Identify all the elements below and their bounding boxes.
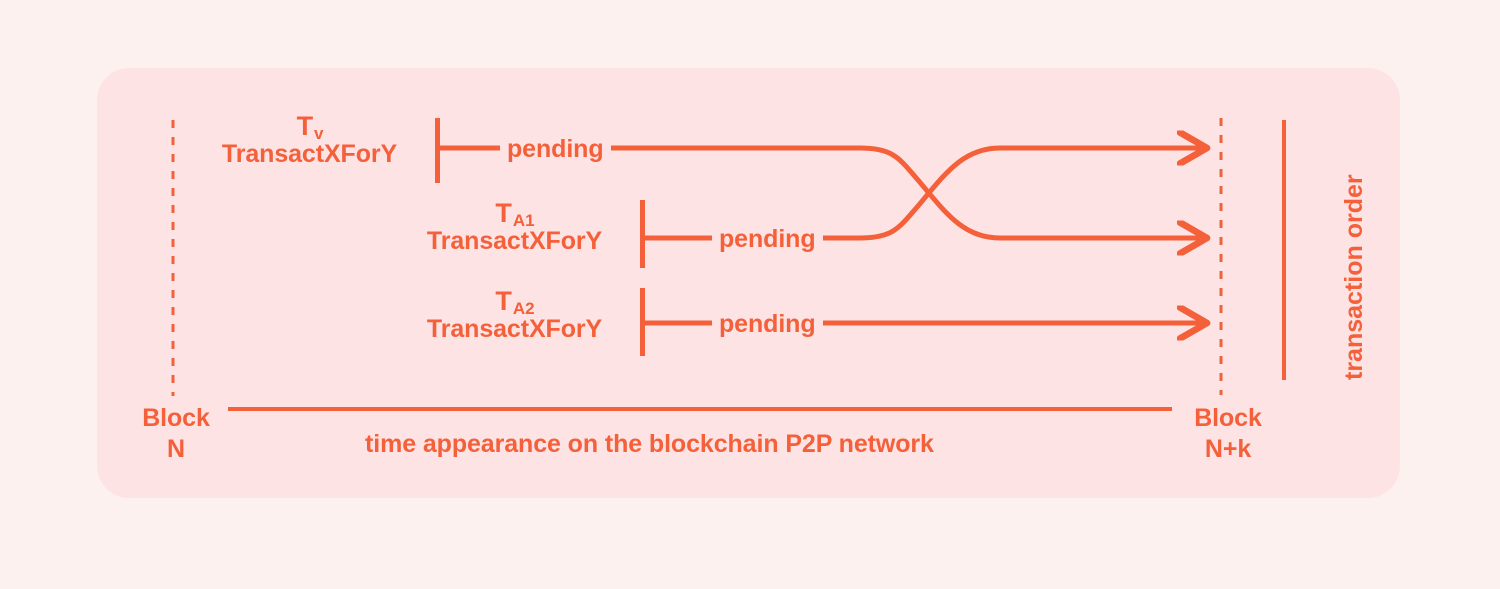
tx-function-ta1: TransactXForY <box>426 227 603 255</box>
tx-path-tv <box>437 145 1205 238</box>
tx-path-ta1 <box>642 148 1205 241</box>
tx-function-ta2: TransactXForY <box>426 315 603 343</box>
tx-subscript-tv: v <box>313 124 324 143</box>
status-label-ta2: pending <box>712 310 823 338</box>
tx-name-tv: Tv <box>296 111 324 143</box>
tx-name-ta2: TA2 <box>495 286 535 318</box>
block-nk-label: Block N+k <box>1184 403 1272 464</box>
transaction-order-label: transaction order <box>1340 174 1368 380</box>
block-n-label: Block N <box>136 403 216 464</box>
status-label-tv: pending <box>500 135 611 163</box>
block-n-line1: Block <box>142 404 210 432</box>
tx-name-ta1: TA1 <box>495 198 535 230</box>
tx-subscript-ta1: A1 <box>512 211 535 230</box>
tx-label-ta1: TA1 TransactXForY <box>412 198 617 256</box>
status-label-ta1: pending <box>712 225 823 253</box>
tx-function-tv: TransactXForY <box>221 140 398 168</box>
block-nk-line1: Block <box>1194 404 1262 432</box>
block-nk-line2: N+k <box>1204 434 1252 463</box>
timeline-caption: time appearance on the blockchain P2P ne… <box>365 430 934 458</box>
tx-label-tv: Tv TransactXForY <box>207 111 412 169</box>
tx-label-ta2: TA2 TransactXForY <box>412 286 617 344</box>
block-n-line2: N <box>167 434 185 463</box>
tx-subscript-ta2: A2 <box>512 299 535 318</box>
